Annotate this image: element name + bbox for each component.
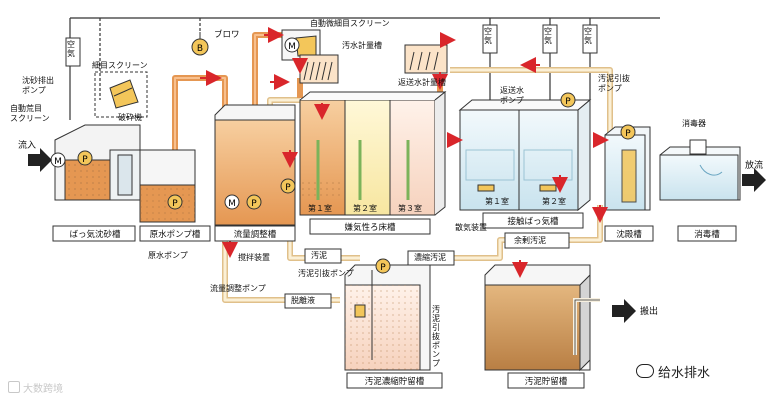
contact-room2-text: 第２室 (542, 196, 566, 207)
tank-label-anaerobic: 嫌気性ろ床槽 (310, 221, 430, 233)
grit-pump-text: 沈砂排出 ポンプ (22, 76, 54, 96)
room2-text: 第２室 (353, 203, 377, 214)
sludge-draw-pump-text: 汚泥引抜ポンプ (298, 268, 354, 279)
flow-pump-text: 流量調整ポンプ (210, 283, 266, 294)
auto-fine-screen-text: 自動微細目スクリーン (310, 18, 390, 29)
thickened-sludge-text: 濃縮汚泥 (414, 252, 446, 263)
tank-label-raw-pump: 原水ポンプ槽 (140, 228, 210, 240)
export-label: 搬出 (640, 304, 658, 317)
dehydrated-liquid-text: 脱離液 (291, 295, 315, 306)
tank-label-sedimentation: 沈殿槽 (605, 228, 653, 240)
sludge-pump-top-text: 汚泥引抜 ポンプ (598, 74, 630, 94)
tank-label-flow-adjust: 流量調整槽 (215, 228, 295, 240)
air-label-3: 空気 (544, 27, 556, 45)
tank-label-contact-aeration: 接触ばっ気槽 (483, 215, 583, 227)
wechat-icon (636, 364, 654, 378)
fine-screen-text: 細目スクリーン (92, 60, 148, 71)
crusher-text: 破砕機 (118, 112, 142, 123)
watermark-left-icon (8, 381, 20, 393)
return-meter-text: 返送水計量槽 (398, 77, 446, 88)
air-label-4: 空気 (584, 27, 596, 45)
blower-text: ブロワ (214, 28, 240, 40)
air-label-2: 空気 (484, 27, 496, 45)
contact-room1-text: 第１室 (485, 196, 509, 207)
air-label-1: 空気 (67, 40, 79, 58)
coarse-screen-text: 自動荒目 スクリーン (10, 104, 50, 124)
outflow-label: 放流 (745, 158, 763, 171)
raw-pump-text: 原水ポンプ (148, 250, 188, 261)
tank-label-disinfection: 消毒槽 (678, 228, 736, 240)
room3-text: 第３室 (398, 203, 422, 214)
watermark-right: 给水排水 (636, 362, 710, 381)
tank-label-storage: 汚泥貯留槽 (508, 375, 584, 387)
watermark-left: 大数跨境 (8, 380, 63, 395)
tank-label-thickening: 汚泥濃縮貯留槽 (347, 375, 442, 387)
disinfector-text: 消毒器 (682, 118, 706, 129)
sewage-meter-text: 汚水計量槽 (342, 40, 382, 51)
watermark-left-text: 大数跨境 (23, 384, 63, 395)
watermark-right-text: 给水排水 (658, 366, 710, 381)
surplus-sludge-text: 余剰汚泥 (514, 235, 546, 246)
sludge-draw-pump-vert-text: 汚泥引抜ポンプ (432, 305, 442, 368)
mixer-text: 撹拌装置 (238, 252, 270, 263)
inflow-label: 流入 (18, 138, 36, 151)
sludge-pipe-text: 汚泥 (311, 250, 327, 261)
tank-label-grit: ばっ気沈砂槽 (55, 228, 135, 240)
return-pump-text: 返送水 ポンプ (500, 86, 524, 106)
room1-text: 第１室 (308, 203, 332, 214)
